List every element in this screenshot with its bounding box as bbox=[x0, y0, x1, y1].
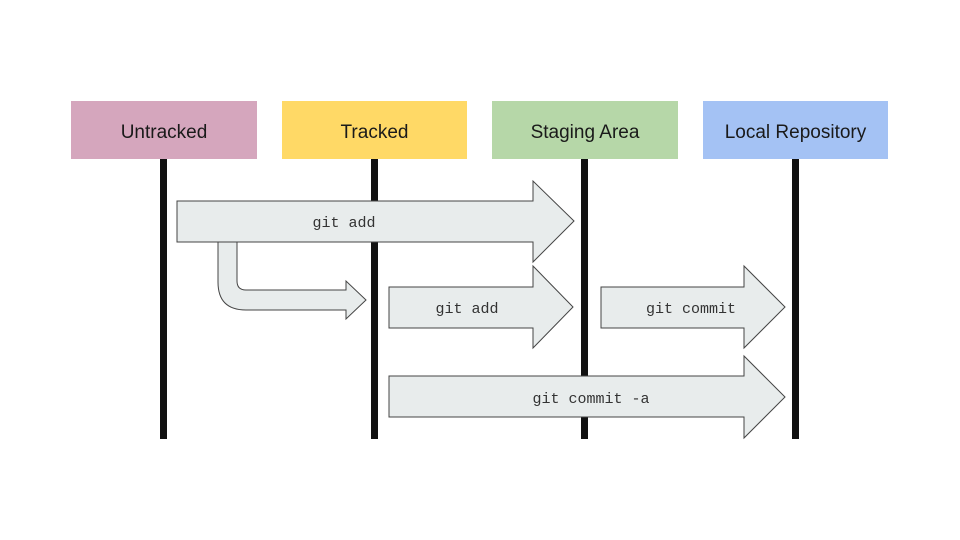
lifeline-local-repo bbox=[792, 158, 799, 439]
arrow-untracked-to-tracked bbox=[217, 241, 367, 321]
arrow-label-untracked-to-staging: git add bbox=[312, 215, 375, 232]
lane-label-untracked: Untracked bbox=[121, 122, 208, 143]
arrow-shape-tracked-to-staging bbox=[388, 264, 574, 350]
lane-tracked: Tracked bbox=[282, 101, 467, 159]
lifelines bbox=[160, 158, 799, 439]
lane-staging: Staging Area bbox=[492, 101, 678, 159]
arrow-label-tracked-to-repo: git commit -a bbox=[532, 391, 649, 408]
lane-label-local-repo: Local Repository bbox=[725, 122, 867, 143]
lane-label-tracked: Tracked bbox=[341, 122, 409, 143]
arrow-tracked-to-staging: git add bbox=[388, 264, 574, 350]
lifeline-tracked bbox=[371, 158, 378, 439]
lane-box-local-repo bbox=[703, 101, 888, 159]
arrow-staging-to-repo: git commit bbox=[600, 264, 786, 350]
lane-box-staging bbox=[492, 101, 678, 159]
lane-local-repo: Local Repository bbox=[703, 101, 888, 159]
lane-headers: Untracked Tracked Staging Area Local Rep… bbox=[71, 101, 888, 159]
lane-box-tracked bbox=[282, 101, 467, 159]
lane-untracked: Untracked bbox=[71, 101, 257, 159]
arrow-untracked-to-staging: git add bbox=[176, 179, 575, 264]
lane-box-untracked bbox=[71, 101, 257, 159]
arrow-label-tracked-to-staging: git add bbox=[435, 301, 498, 318]
arrow-shape-staging-to-repo bbox=[600, 264, 786, 350]
arrow-shape-tracked-to-repo bbox=[388, 354, 786, 440]
transition-arrows: git add git add git commit git commit -a bbox=[176, 179, 786, 440]
arrow-label-staging-to-repo: git commit bbox=[646, 301, 736, 318]
arrow-shape-untracked-to-tracked bbox=[217, 241, 367, 321]
lifeline-staging bbox=[581, 158, 588, 439]
lifeline-untracked bbox=[160, 158, 167, 439]
arrow-tracked-to-repo: git commit -a bbox=[388, 354, 786, 440]
lane-label-staging: Staging Area bbox=[531, 122, 640, 143]
